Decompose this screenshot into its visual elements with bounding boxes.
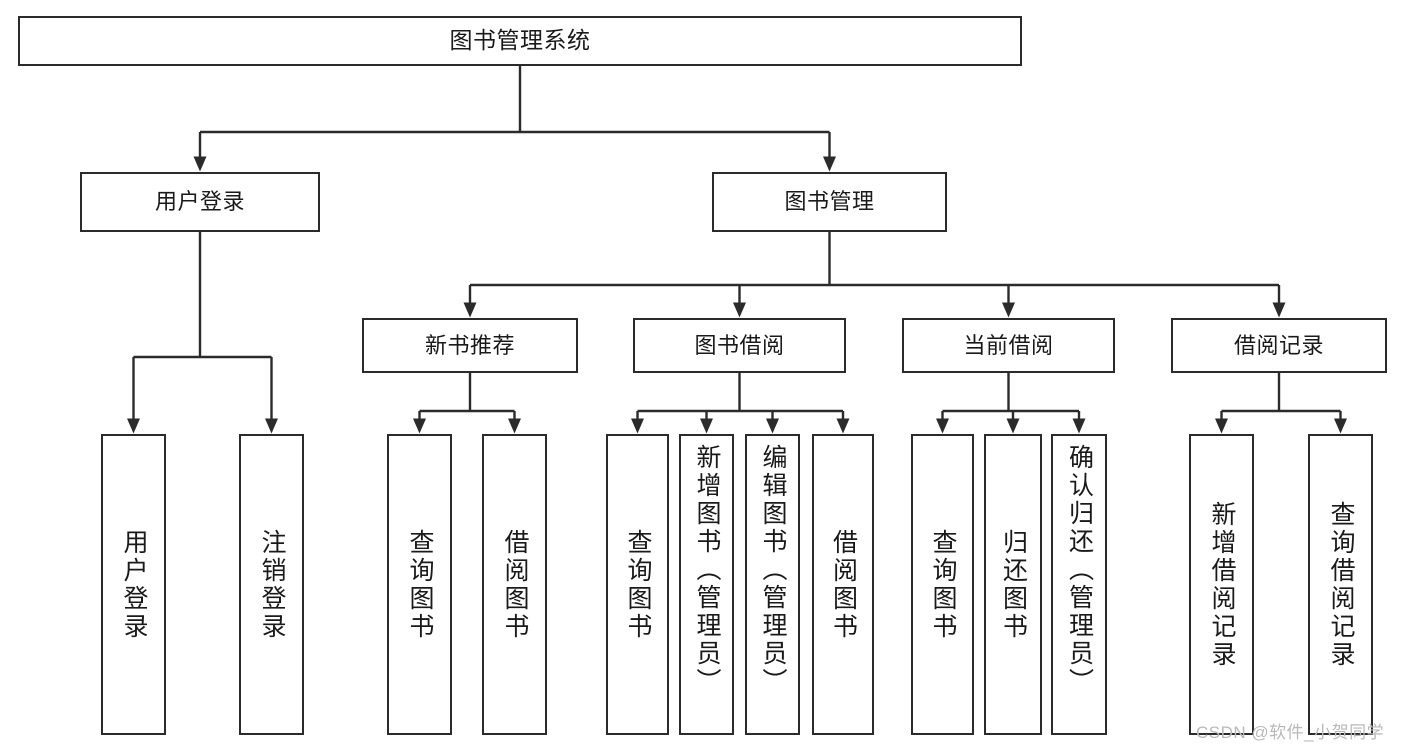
node-leaf-borrow-book-rec[interactable]: 借阅图书 (482, 434, 547, 735)
node-leaf-logout-login-label: 注销登录 (258, 528, 286, 641)
node-leaf-edit-book-admin-label: 编辑图书（管理员） (759, 444, 787, 696)
node-user-login[interactable]: 用户登录 (80, 172, 320, 232)
node-leaf-user-login[interactable]: 用户登录 (101, 434, 166, 735)
node-current-borrowing-label: 当前借阅 (963, 332, 1054, 358)
node-leaf-query-book-borrow-label: 查询图书 (624, 528, 652, 641)
node-leaf-user-login-label: 用户登录 (120, 528, 148, 641)
node-borrowing-records[interactable]: 借阅记录 (1171, 318, 1387, 373)
node-leaf-edit-book-admin[interactable]: 编辑图书（管理员） (745, 434, 800, 735)
node-borrowing-records-label: 借阅记录 (1233, 332, 1324, 358)
node-leaf-return-book[interactable]: 归还图书 (984, 434, 1042, 735)
node-leaf-logout-login[interactable]: 注销登录 (239, 434, 304, 735)
node-leaf-query-borrow-record-label: 查询借阅记录 (1327, 500, 1355, 669)
node-leaf-confirm-return-admin-label: 确认归还（管理员） (1065, 444, 1094, 696)
node-leaf-return-book-label: 归还图书 (999, 528, 1028, 641)
node-leaf-add-borrow-record-label: 新增借阅记录 (1208, 500, 1236, 669)
node-leaf-query-book-current[interactable]: 查询图书 (911, 434, 974, 735)
node-leaf-query-book-rec-label: 查询图书 (406, 528, 434, 641)
node-book-management[interactable]: 图书管理 (712, 172, 947, 232)
node-book-management-label: 图书管理 (784, 189, 875, 215)
node-leaf-add-borrow-record[interactable]: 新增借阅记录 (1189, 434, 1254, 735)
node-new-book-recommendation-label: 新书推荐 (424, 332, 515, 358)
csdn-watermark: CSDN @软件_小贺同学 (1196, 723, 1385, 742)
node-leaf-add-book-admin[interactable]: 新增图书（管理员） (679, 434, 734, 735)
node-leaf-query-book-current-label: 查询图书 (929, 528, 957, 641)
node-root-label: 图书管理系统 (449, 27, 591, 54)
node-new-book-recommendation[interactable]: 新书推荐 (362, 318, 578, 373)
node-book-borrowing[interactable]: 图书借阅 (633, 318, 846, 373)
node-leaf-confirm-return-admin[interactable]: 确认归还（管理员） (1051, 434, 1107, 735)
node-current-borrowing[interactable]: 当前借阅 (902, 318, 1115, 373)
node-leaf-query-borrow-record[interactable]: 查询借阅记录 (1308, 434, 1373, 735)
node-leaf-borrow-book-label: 借阅图书 (829, 528, 858, 641)
node-root[interactable]: 图书管理系统 (18, 16, 1022, 66)
node-leaf-query-book-borrow[interactable]: 查询图书 (606, 434, 669, 735)
node-book-borrowing-label: 图书借阅 (694, 332, 785, 358)
node-leaf-borrow-book[interactable]: 借阅图书 (812, 434, 874, 735)
node-leaf-query-book-rec[interactable]: 查询图书 (387, 434, 452, 735)
node-leaf-add-book-admin-label: 新增图书（管理员） (693, 444, 721, 696)
node-user-login-label: 用户登录 (154, 189, 245, 215)
node-leaf-borrow-book-rec-label: 借阅图书 (501, 528, 529, 641)
